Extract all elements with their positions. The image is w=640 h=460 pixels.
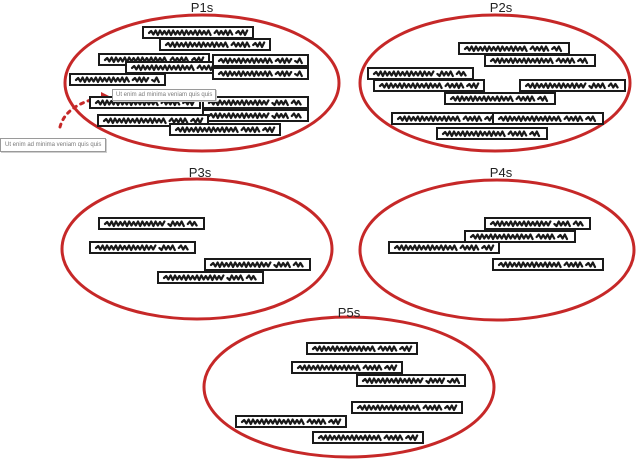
group-ellipse-p2s — [358, 13, 632, 153]
scribble-text-icon — [174, 126, 276, 134]
scribble-text-icon — [449, 95, 549, 103]
scribble-text-icon — [393, 244, 495, 252]
scribble-chip-p4s — [492, 258, 604, 271]
scribble-chip-p5s — [351, 401, 463, 414]
scribble-text-icon — [74, 76, 160, 84]
scribble-text-icon — [524, 82, 619, 90]
group-title-p1s: P1s — [191, 0, 214, 15]
scribble-text-icon — [207, 99, 302, 107]
scribble-text-icon — [317, 434, 419, 442]
scribble-text-icon — [209, 261, 304, 269]
scribble-chip-p1s — [202, 96, 309, 109]
scribble-text-icon — [311, 345, 413, 353]
group-ellipse-p1s — [63, 13, 341, 153]
scribble-chip-p1s — [202, 109, 309, 122]
group-ellipse-p5s — [202, 315, 496, 459]
scribble-text-icon — [102, 117, 204, 125]
scribble-chip-p1s — [69, 73, 166, 86]
scribble-chip-p2s — [367, 67, 474, 80]
chips-layer — [69, 26, 626, 444]
scribble-text-icon — [147, 29, 249, 37]
scribble-chip-p5s — [312, 431, 424, 444]
scribble-chip-p2s — [458, 42, 570, 55]
scribble-chip-p5s — [356, 374, 466, 387]
scribble-text-icon — [296, 364, 398, 372]
scribble-text-icon — [356, 404, 458, 412]
scribble-text-icon — [240, 418, 342, 426]
scribble-text-icon — [164, 41, 266, 49]
scribble-chip-p2s — [444, 92, 556, 105]
scribble-chip-p3s — [204, 258, 311, 271]
scribble-chip-p2s — [519, 79, 626, 92]
scribble-text-icon — [378, 82, 480, 90]
scribble-chip-p5s — [235, 415, 347, 428]
scribble-chip-p2s — [391, 112, 503, 125]
tooltip-callout-inner: Ut enim ad minima veniam quis quis — [112, 89, 217, 101]
scribble-chip-p4s — [484, 217, 591, 230]
scribble-chip-p5s — [306, 342, 418, 355]
scribble-chip-p5s — [291, 361, 403, 374]
scribble-text-icon — [162, 274, 257, 282]
scribble-chip-p3s — [157, 271, 264, 284]
group-title-p5s: P5s — [338, 305, 361, 320]
scribble-chip-p1s — [212, 67, 309, 80]
scribble-text-icon — [94, 244, 189, 252]
scribble-text-icon — [497, 115, 597, 123]
scribble-text-icon — [94, 99, 196, 107]
scribble-text-icon — [489, 220, 584, 228]
scribble-chip-p2s — [484, 54, 596, 67]
scribble-text-icon — [372, 70, 467, 78]
scribble-text-icon — [103, 220, 198, 228]
scribble-text-icon — [497, 261, 597, 269]
group-title-p2s: P2s — [490, 0, 513, 15]
scribble-chip-p3s — [98, 217, 205, 230]
group-title-p3s: P3s — [189, 165, 212, 180]
scribble-chip-p1s — [212, 54, 309, 67]
scribble-chip-p2s — [373, 79, 485, 92]
scribble-chip-p1s — [169, 123, 281, 136]
scribble-chip-p1s — [142, 26, 254, 39]
group-title-p4s: P4s — [490, 165, 513, 180]
scribble-text-icon — [217, 70, 303, 78]
scribble-text-icon — [469, 233, 569, 241]
scribble-chip-p1s — [159, 38, 271, 51]
scribble-text-icon — [463, 45, 563, 53]
scribble-text-icon — [441, 130, 541, 138]
group-ellipse-p4s — [358, 178, 636, 322]
scribble-text-icon — [489, 57, 589, 65]
scribble-chip-p1s — [89, 96, 201, 109]
group-ellipse-p3s — [60, 177, 334, 321]
scribble-chip-p2s — [492, 112, 604, 125]
scribble-chip-p4s — [464, 230, 576, 243]
scribble-text-icon — [361, 377, 461, 385]
scribble-chip-p4s — [388, 241, 500, 254]
scribble-chip-p3s — [89, 241, 196, 254]
scribble-chip-p2s — [436, 127, 548, 140]
scribble-text-icon — [207, 112, 302, 120]
scribble-text-icon — [217, 57, 303, 65]
tooltip-callout-outer: Ut enim ad minima veniam quis quis — [0, 138, 107, 152]
scribble-chip-p1s — [97, 114, 209, 127]
